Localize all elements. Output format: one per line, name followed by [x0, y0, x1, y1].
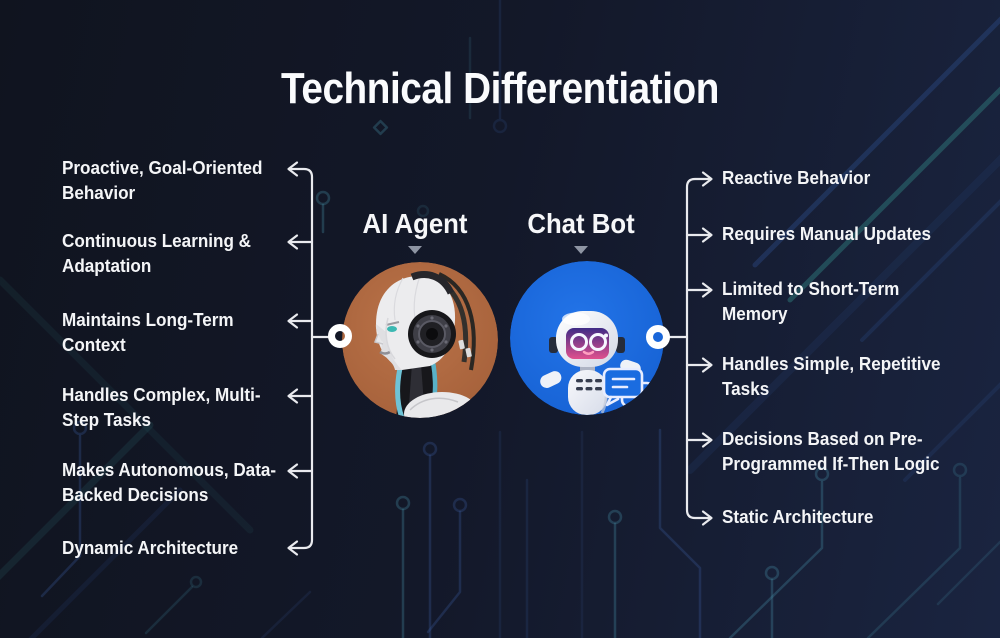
list-item: Decisions Based on Pre-Programmed If-The…: [722, 427, 963, 477]
list-item: Continuous Learning & Adaptation: [62, 229, 290, 279]
list-item: Requires Manual Updates: [722, 222, 963, 247]
list-item-label: Handles Simple, Repetitive Tasks: [722, 354, 941, 399]
ai-agent-heading: AI Agent: [362, 208, 468, 239]
humanoid-robot-icon: [342, 262, 498, 418]
list-item-label: Makes Autonomous, Data-Backed Decisions: [62, 460, 277, 505]
caret-down-icon: [574, 246, 588, 254]
list-item-label: Reactive Behavior: [722, 168, 871, 188]
list-item-label: Static Architecture: [722, 507, 874, 527]
page-title: Technical Differentiation: [281, 64, 719, 113]
list-item: Reactive Behavior: [722, 166, 963, 191]
ai-agent-illustration: [342, 262, 498, 418]
list-item: Maintains Long-Term Context: [62, 308, 290, 358]
list-item: Limited to Short-Term Memory: [722, 277, 963, 327]
list-item-label: Limited to Short-Term Memory: [722, 279, 900, 324]
list-item-label: Handles Complex, Multi-Step Tasks: [62, 385, 261, 430]
caret-down-icon: [408, 246, 422, 254]
chatbot-icon: [510, 261, 664, 415]
chat-bot-illustration: [510, 261, 664, 415]
list-item: Static Architecture: [722, 505, 963, 530]
list-item-label: Requires Manual Updates: [722, 224, 932, 244]
list-item: Dynamic Architecture: [62, 536, 290, 561]
chat-bot-heading: Chat Bot: [527, 208, 635, 239]
list-item: Proactive, Goal-Oriented Behavior: [62, 156, 290, 206]
list-item: Makes Autonomous, Data-Backed Decisions: [62, 458, 290, 508]
list-item-label: Maintains Long-Term Context: [62, 310, 234, 355]
list-item: Handles Simple, Repetitive Tasks: [722, 352, 963, 402]
list-item-label: Decisions Based on Pre-Programmed If-The…: [722, 429, 940, 474]
list-item-label: Continuous Learning & Adaptation: [62, 231, 252, 276]
left-connector-node: [328, 324, 352, 348]
list-item-label: Dynamic Architecture: [62, 538, 239, 558]
list-item: Handles Complex, Multi-Step Tasks: [62, 383, 290, 433]
list-item-label: Proactive, Goal-Oriented Behavior: [62, 158, 263, 203]
right-connector-node: [646, 325, 670, 349]
